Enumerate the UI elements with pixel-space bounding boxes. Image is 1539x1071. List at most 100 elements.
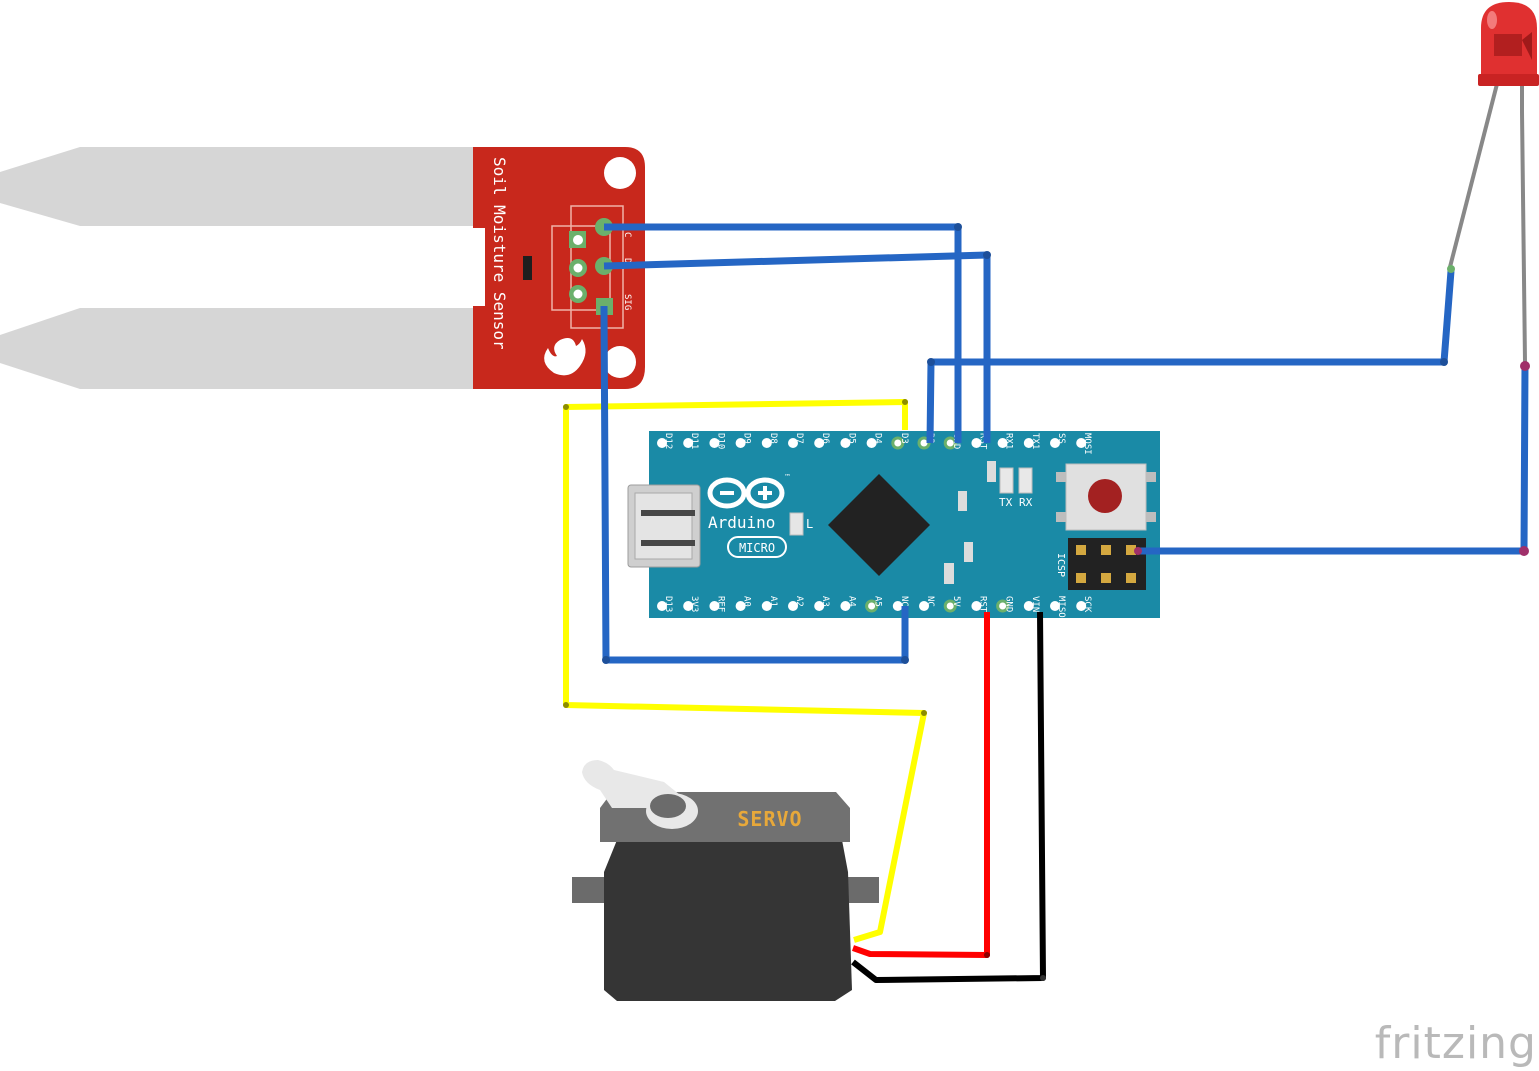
pin-label-c: C [622,232,632,237]
top-pin-15 [1050,438,1060,448]
wire-blue-led-anode [926,270,1455,444]
wire-red-servo-power [852,612,990,958]
reset-button-cap [1088,479,1122,513]
mount-hole-top [604,157,636,189]
bottom-pin-7 [840,601,851,611]
wire-black-servo-ground [851,611,1046,983]
top-pin-5 [788,438,798,448]
top-pin-1 [683,438,694,448]
wires [563,223,1530,983]
bottom-pin-11 [943,599,957,613]
servo-motor: SERVO [572,760,879,1001]
bottom-pin-label-13: GND [1004,596,1014,612]
top-pin-label-1: D11 [689,433,699,449]
fritzing-watermark: fritzing [1374,1018,1537,1069]
bottom-pin-label-14: VIN [1030,596,1040,612]
top-pin-label-0: D12 [663,433,673,449]
bottom-pin-label-8: A5 [873,596,883,607]
bottom-pin-1 [683,601,694,611]
rx-label: RX [1019,496,1033,509]
bottom-pin-label-5: A2 [794,596,804,607]
servo-horn [582,760,680,808]
top-pin-14 [1023,438,1034,448]
top-pin-12 [971,438,982,448]
bottom-pin-label-1: 3V3 [689,596,699,612]
sensor-prong-top [0,147,475,226]
bottom-pin-label-6: A3 [820,596,830,607]
top-pin-label-13: RX1 [1004,433,1014,449]
top-pin-7 [840,438,851,448]
top-pin-13 [997,438,1008,448]
icsp-label: ICSP [1055,553,1066,577]
bottom-pin-10 [919,601,929,611]
bottom-pin-label-15: MISO [1056,596,1066,618]
bottom-pin-label-7: A4 [846,596,856,607]
board-model: MICRO [739,541,775,555]
top-pin-label-4: D8 [768,433,778,444]
bottom-pin-9 [892,601,903,611]
bottom-pin-label-9: NC [899,596,909,607]
bottom-pin-15 [1050,601,1060,611]
soil-moisture-sensor: Soil Moisture Sensor C D SIG [0,147,645,389]
pin-label-sig: SIG [622,294,632,310]
top-pin-16 [1076,438,1087,448]
pin-label-d: D [622,258,632,263]
bottom-pin-5 [788,601,798,611]
led-l-label: L [806,517,813,531]
mcu-chip [828,474,930,576]
top-pin-8 [866,438,877,448]
top-pin-label-8: D4 [873,433,883,444]
servo-label: SERVO [737,807,802,831]
bottom-pin-label-4: A1 [768,596,778,607]
bottom-pin-label-0: D13 [663,596,673,612]
top-pin-label-15: SS [1056,433,1066,444]
bottom-pin-label-12: RST [977,596,987,613]
top-pin-label-7: D5 [846,433,856,444]
fire-logo-icon [544,338,586,376]
top-pin-label-9: D3 [899,433,909,444]
top-pin-2 [709,438,720,448]
top-pin-label-14: TX1 [1030,433,1040,449]
arduino-logo-icon: ™ [707,473,791,509]
bottom-pin-label-11: 5V [951,596,961,607]
bottom-pin-label-10: NC [925,596,935,607]
top-pin-label-5: D7 [794,433,804,444]
bottom-pin-4 [761,601,772,611]
bottom-pin-8 [865,599,879,613]
wire-blue-led-cathode [1138,364,1529,555]
top-pin-label-2: D10 [715,433,725,449]
top-pin-6 [814,438,825,448]
top-pin-3 [735,438,746,448]
bottom-pin-label-2: REF [715,596,725,612]
board-brand: Arduino [708,513,775,532]
top-pin-label-16: MOSI [1082,433,1092,455]
bottom-pin-row: D13 3V3 REF A0 A1 A2 A3 A4 A5 NC NC 5V RST GND VIN MISO… [657,596,1092,618]
bottom-pin-label-3: A0 [742,596,752,607]
bottom-pin-16 [1076,601,1087,611]
top-pin-9 [891,436,905,450]
red-led [1448,2,1539,363]
top-pin-0 [657,438,667,448]
bottom-pin-2 [709,601,720,611]
sensor-prong-bottom [0,308,475,389]
bottom-pin-3 [735,601,746,611]
top-pin-10 [917,436,931,450]
bottom-pin-12 [971,601,982,611]
top-pin-4 [761,438,772,448]
bottom-pin-14 [1023,601,1034,611]
sensor-chip [523,256,532,280]
top-pin-label-12: RST [977,433,987,450]
svg-text:™: ™ [784,473,791,481]
bottom-pin-0 [657,601,667,611]
wire-blue-sensor-sig [600,305,909,664]
bottom-pin-13 [996,599,1010,613]
sensor-title: Soil Moisture Sensor [490,157,509,350]
bottom-pin-6 [814,601,825,611]
top-pin-label-3: D9 [742,433,752,444]
mount-hole-bottom [604,346,636,378]
tx-label: TX [999,496,1013,509]
top-pin-label-6: D6 [820,433,830,444]
bottom-pin-label-16: SCK [1082,596,1092,613]
